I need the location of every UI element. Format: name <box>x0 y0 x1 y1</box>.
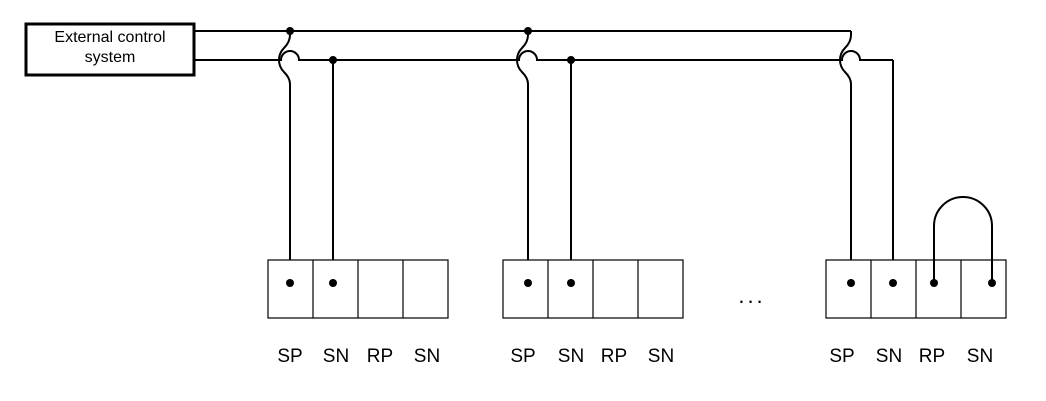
termination-jumper <box>933 196 993 283</box>
terminal-label-sn: SN <box>876 346 902 367</box>
terminal-block-2: SP SN RP SN <box>502 259 684 367</box>
drop-wires <box>277 31 894 283</box>
external-control-system: External control system <box>24 22 196 77</box>
junction-dot <box>524 27 532 35</box>
terminal-screw <box>847 279 855 287</box>
controller-label-line1: External control <box>54 29 165 46</box>
terminal-label-sp: SP <box>510 346 535 367</box>
terminal-label-rp: RP <box>919 346 945 367</box>
terminal-label-sn: SN <box>967 346 993 367</box>
junction-dot <box>329 56 337 64</box>
terminal-block-3: SP SN RP SN <box>825 196 1007 367</box>
more-blocks-ellipsis: ... <box>738 283 765 308</box>
junction-dot <box>286 27 294 35</box>
junction-dot <box>567 56 575 64</box>
bus-junctions <box>286 27 575 64</box>
terminal-label-sn: SN <box>558 346 584 367</box>
terminal-screw <box>889 279 897 287</box>
terminal-label-rp: RP <box>601 346 627 367</box>
terminal-block-1: SP SN RP SN <box>267 259 449 367</box>
sn-bus-line <box>194 50 893 61</box>
controller-box <box>24 22 196 77</box>
terminal-label-sp: SP <box>277 346 302 367</box>
terminal-label-sn: SN <box>648 346 674 367</box>
terminal-screw <box>988 279 996 287</box>
terminal-screw <box>329 279 337 287</box>
terminal-label-sn: SN <box>414 346 440 367</box>
terminal-screw <box>524 279 532 287</box>
drop-wire-sp-2 <box>515 31 529 283</box>
terminal-label-sn: SN <box>323 346 349 367</box>
controller-label-line2: system <box>85 49 136 66</box>
drop-wire-sp-1 <box>277 31 291 283</box>
terminal-screw <box>286 279 294 287</box>
terminal-label-sp: SP <box>829 346 854 367</box>
drop-wire-sp-3 <box>838 31 852 283</box>
terminal-screw <box>567 279 575 287</box>
terminal-label-rp: RP <box>367 346 393 367</box>
terminal-screw <box>930 279 938 287</box>
bus-lines <box>194 30 893 61</box>
